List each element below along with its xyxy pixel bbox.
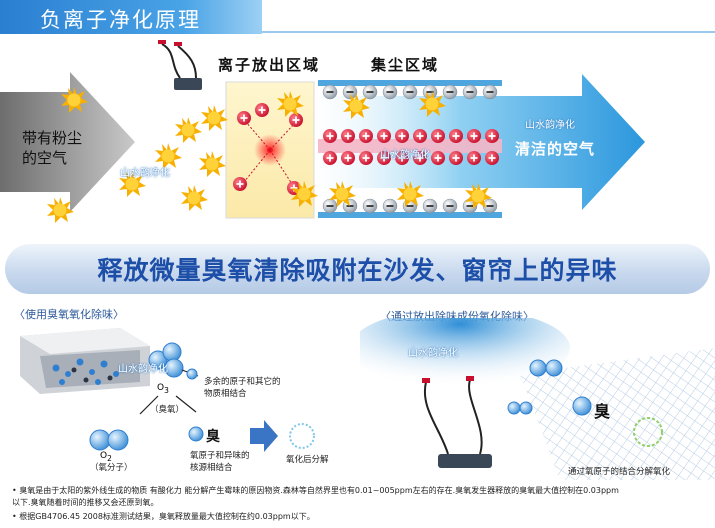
watermark: 山水韵净化: [380, 150, 430, 161]
dusty-air-label: 带有粉尘 的空气: [22, 129, 83, 167]
watermark: 山水韵净化: [408, 348, 458, 359]
ionizer-device: [158, 40, 202, 90]
footnote-1: • 臭氧是由于太阳的紫外线生成的物质 有酸化力 能分解产生霉味的原因物资.森林等…: [12, 486, 619, 495]
header-rule: [262, 31, 715, 33]
dust-collect-zone-label: 集尘区域: [371, 56, 440, 74]
right-caption: 通过氧原子的结合分解氧化: [568, 467, 671, 477]
o2-formula: O2: [100, 451, 112, 463]
deodorising-diagram: [360, 318, 715, 480]
o2-name: （氧分子）: [90, 463, 133, 473]
header-tab: [0, 0, 262, 34]
footnote-2: • 根据GB4706.45 2008标准测试结果，臭氧释放量最大值控制在约0.0…: [12, 512, 315, 521]
o3-name: （臭氧）: [150, 405, 185, 415]
page-title: 负离子净化原理: [40, 8, 201, 32]
headline-text: 释放微量臭氧清除吸附在沙发、窗帘上的异味: [97, 256, 618, 285]
left-section-title: 〈使用臭氧氧化除味〉: [14, 308, 124, 321]
right-odor-char: 臭: [594, 402, 611, 421]
ion-release-zone-label: 离子放出区域: [218, 56, 321, 74]
headline-banner: [5, 244, 710, 294]
excess-atom-note: 多余的原子和其它的 物质相结合: [204, 377, 281, 399]
o3-formula: O3: [157, 383, 169, 395]
ozone-oxidation-diagram: [20, 328, 315, 452]
watermark: 山水韵净化: [120, 168, 170, 179]
ion-purification-diagram: [0, 40, 645, 223]
odor-note: 氧原子和异味的 核源相结合: [190, 451, 250, 473]
footnote-1-cont: 以下.臭氧随着时间的推移又会还原到氧。: [12, 498, 159, 507]
watermark: 山水韵净化: [118, 364, 168, 375]
dusty-air-arrow: [0, 72, 135, 212]
clean-air-label: 清洁的空气: [515, 140, 596, 158]
decomp-note: 氧化后分解: [286, 455, 329, 465]
watermark: 山水韵净化: [525, 120, 575, 131]
collector-top-negatives: [322, 84, 498, 100]
odor-char: 臭: [206, 429, 220, 445]
